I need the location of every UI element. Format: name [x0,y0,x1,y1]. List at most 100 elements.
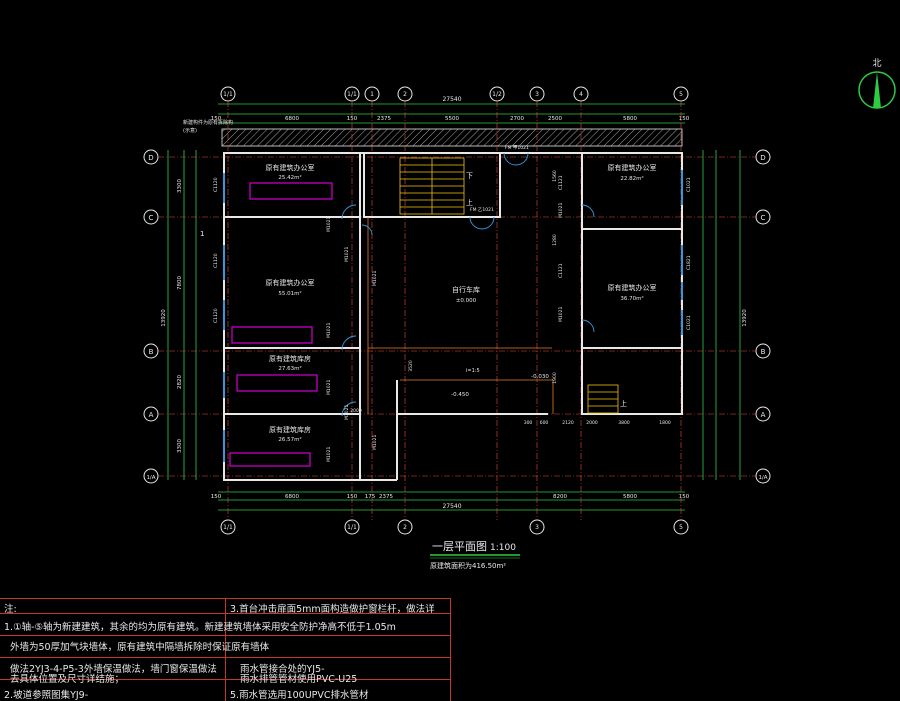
axis-top-1: 1/1 [223,91,233,98]
title-main: 一层平面图 [432,540,487,553]
room-mr-name: 原有建筑办公室 [608,283,657,292]
stair-main [399,157,465,215]
ext-note-1: 新建构件为原有拆除构 [183,119,233,126]
stair-down-label: 下 [466,172,473,180]
axis-bottom-4: 3 [535,524,539,531]
win-tag-6: C1021 [686,315,692,330]
title-scale: 1:100 [490,543,516,553]
win-tag-8: C1121 [558,175,564,190]
notes-line-8-note: 5.雨水管选用100UPVC排水管材 [230,690,369,701]
axis-bottom-5: 5 [679,524,683,531]
axis-top-8: 5 [679,91,683,98]
dim-int-1: 2000 [350,408,362,414]
door-tag-10: M1021 [558,203,564,218]
dim-top-total: 27540 [442,96,461,103]
axis-left-B: B [149,348,154,356]
axis-left-A: A [149,411,154,419]
door-tag-7: M1021 [372,271,378,286]
hall-name: 自行车库 [452,285,480,294]
notes-line-4: 去具体位置及尺寸详结施； [10,674,125,685]
bottom-axis-bubbles [220,519,689,535]
axis-bottom-3: 2 [403,524,407,531]
dim-bottom-7: 5800 [623,494,637,500]
dim-left-total: 13920 [161,309,167,327]
axis-top-7: 4 [579,91,583,98]
title-sub: 原建筑面积为416.50m² [430,561,506,570]
dim-top-2: 6800 [285,116,299,122]
axis-grid-lines [158,101,756,520]
hall-level: ±0.000 [456,298,477,304]
windows [223,170,683,462]
notes-heading: 注: [4,604,17,615]
axis-right-C: C [761,214,766,222]
axis-right-B: B [761,348,766,356]
dim-top-5: 5500 [445,116,459,122]
axis-top-6: 3 [535,91,539,98]
room-tl-name: 原有建筑办公室 [266,163,315,172]
dim-bottom-4: 175 [365,494,376,500]
dim-bottom-segments: 150 6800 150 175 2375 8200 5800 150 [211,494,690,500]
dim-top-1: 150 [211,116,222,122]
north-label: 北 [872,58,881,69]
axis-top-5: 1/2 [492,91,502,98]
notes-line-3b: 做法2YJ3-4-P5-3外墙保温做法，墙门窗保温做法 [10,664,217,675]
axis-right-D: D [760,154,765,162]
fire-door-label: FM 乙1021 [470,206,494,213]
ramp-label: i=1:5 [466,368,480,374]
dim-top-segments: 150 6800 150 2375 5500 2700 2500 5800 15… [211,116,690,122]
door-tag-8: M1021 [372,435,378,450]
dim-small-a2: 600 [540,420,549,426]
ext-note-2: (示意) [183,127,197,134]
structure-lines [367,217,554,414]
dim-top-6: 2700 [510,116,524,122]
notes-line-5: 2.坡道参照图集YJ9- [4,690,89,701]
level-slope: -0.030 [531,374,549,380]
dim-int-5: 1900 [552,372,558,384]
dim-bottom-8: 150 [679,494,690,500]
notes-line-1: 1.①轴-⑤轴为新建建筑，其余的均为原有建筑。新建建筑墙体采用 [4,622,281,633]
win-tag-5: C1821 [686,255,692,270]
dim-bottom-total: 27540 [442,503,461,510]
top-dimension-lines [218,103,685,124]
stair-up-label: 上 [466,198,473,207]
dim-top-9: 150 [679,116,690,122]
axis-top-3: 1 [370,91,374,98]
door-tag-5: M1021 [344,247,350,262]
dim-small-b1: 2000 [586,420,598,426]
door-tag-9: M1021 [558,307,564,322]
door-tag-1: M1021 [326,217,332,232]
dim-top-3: 150 [347,116,358,122]
notes-line-4-note: 安全防护净高不低于1.05m [280,622,396,633]
dim-left-3: 2820 [177,375,183,389]
door-tag-6: M1021 [344,405,350,420]
dim-left-1: 3300 [177,179,183,193]
door-tag-2: M1021 [326,323,332,338]
room-tr-name: 原有建筑办公室 [608,163,657,172]
north-compass: 北 [858,58,896,109]
fire-door-label-2: FM 甲1021 [505,145,529,151]
corridor-left-label: 1 [200,230,204,238]
stair-secondary [587,384,619,414]
axis-left-1A: 1/A [146,475,155,481]
dim-int-3: 1560 [552,170,558,182]
dim-left-2: 7800 [177,276,183,290]
room-mr-area: 36.70m² [620,295,643,302]
drawing-title: 一层平面图 1:100 原建筑面积为416.50m² [430,540,520,570]
dim-small-b2: 3800 [618,420,630,426]
dim-small-b3: 1800 [659,420,671,426]
notes-line-2: 外墙为50厚加气块墙体，原有建筑中隔墙拆除时保证原有墙体 [10,642,270,653]
win-tag-4: C1021 [686,177,692,192]
room-bl2-area: 26.57m² [278,436,301,443]
stair-up-label-2: 上 [620,399,627,408]
room-bl2-name: 原有建筑库房 [269,425,311,434]
axis-bottom-1: 1/1 [223,524,233,531]
axis-bottom-2: 1/1 [347,524,357,531]
room-bl1-name: 原有建筑库房 [269,354,311,363]
door-tag-3: M1021 [326,380,332,395]
axis-right-A: A [761,411,766,419]
level-low: -0.450 [451,392,469,398]
axis-top-4: 2 [403,91,407,98]
room-ml-area: 55.01m² [278,290,301,297]
axis-right-1A: 1/A [758,475,767,481]
